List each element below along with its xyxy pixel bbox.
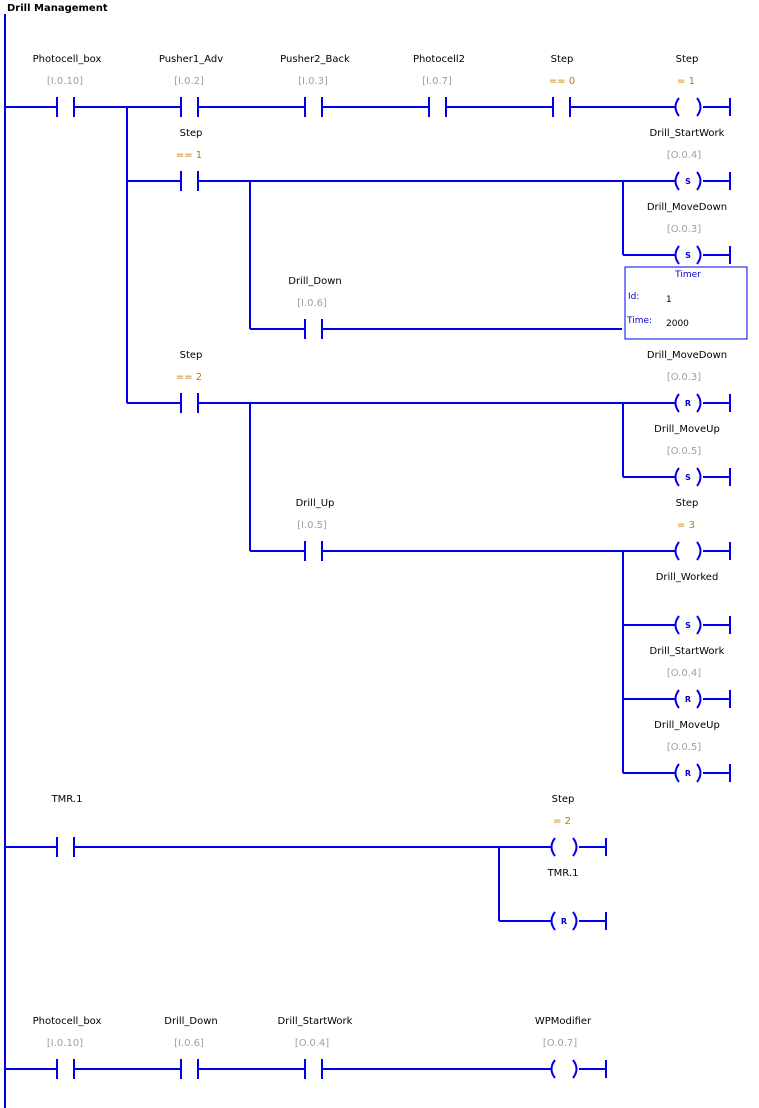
contact-label: Drill_Down	[164, 1016, 217, 1027]
contact-drill-startwork[interactable]: Drill_StartWork [O.0.4]	[278, 1016, 353, 1079]
coil-type: S	[685, 177, 691, 186]
contact-label: Step	[551, 54, 574, 65]
contact-drill-up[interactable]: Drill_Up [I.0.5]	[296, 498, 335, 561]
branch-step-2: Step == 2 R Drill_MoveDown [O.0.3] S	[127, 350, 731, 783]
coil-label: Step	[676, 54, 699, 65]
coil-reset-drill-startwork[interactable]: R Drill_StartWork [O.0.4]	[650, 646, 731, 709]
contact-address: [I.0.10]	[47, 76, 83, 87]
coil-label: WPModifier	[535, 1016, 592, 1027]
coil-label: Drill_StartWork	[650, 128, 725, 139]
coil-label: Drill_Worked	[656, 572, 719, 583]
coil-compare: = 3	[677, 520, 695, 531]
coil-label: Drill_MoveDown	[647, 350, 727, 361]
contact-address: [I.0.7]	[422, 76, 452, 87]
contact-photocell-box-2[interactable]: Photocell_box [I.0.10]	[33, 1016, 102, 1079]
contact-label: Drill_Up	[296, 498, 335, 509]
coil-wpmodifier[interactable]: WPModifier [O.0.7]	[535, 1016, 607, 1079]
coil-label: Step	[552, 794, 575, 805]
coil-type: S	[685, 473, 691, 482]
coil-address: [O.0.4]	[667, 150, 701, 161]
contact-address: [I.0.6]	[174, 1038, 204, 1049]
contact-address: [O.0.4]	[295, 1038, 329, 1049]
contact-pusher2-back[interactable]: Pusher2_Back [I.0.3]	[280, 54, 350, 117]
contact-step-eq-1[interactable]: Step == 1	[176, 128, 203, 191]
coil-set-drill-startwork[interactable]: S Drill_StartWork [O.0.4]	[650, 128, 731, 191]
contact-compare: == 0	[549, 76, 575, 87]
timer-id-label: Id:	[628, 292, 639, 302]
contact-label: TMR.1	[51, 794, 83, 805]
coil-address: [O.0.3]	[667, 372, 701, 383]
coil-step-set-1[interactable]: Step = 1	[674, 54, 731, 117]
contact-address: [I.0.2]	[174, 76, 204, 87]
coil-set-drill-movedown[interactable]: S Drill_MoveDown [O.0.3]	[647, 202, 731, 265]
coil-step-set-2[interactable]: Step = 2	[550, 794, 607, 857]
contact-label: Drill_StartWork	[278, 1016, 353, 1027]
coil-label: Drill_MoveUp	[654, 720, 720, 731]
contact-label: Photocell_box	[33, 1016, 102, 1027]
contact-photocell2[interactable]: Photocell2 [I.0.7]	[413, 54, 465, 117]
contact-step-eq-2[interactable]: Step == 2	[176, 350, 203, 413]
coil-reset-tmr1[interactable]: R TMR.1	[547, 868, 607, 931]
contact-label: Photocell_box	[33, 54, 102, 65]
coil-label: TMR.1	[547, 868, 579, 879]
coil-type: S	[685, 621, 691, 630]
contact-address: [I.0.3]	[298, 76, 328, 87]
contact-drill-down[interactable]: Drill_Down [I.0.6]	[288, 276, 342, 339]
coil-reset-drill-moveup[interactable]: R Drill_MoveUp [O.0.5]	[654, 720, 731, 783]
rung-3: Photocell_box [I.0.10] Drill_Down [I.0.6…	[5, 1016, 607, 1079]
coil-reset-drill-movedown[interactable]: R Drill_MoveDown [O.0.3]	[647, 350, 731, 413]
timer-id-value: 1	[666, 295, 672, 305]
coil-step-set-3[interactable]: Step = 3	[674, 498, 731, 561]
rung-2: TMR.1 Step = 2 R TMR.1	[5, 794, 607, 931]
timer-time-value: 2000	[666, 319, 689, 329]
contact-label: Step	[180, 350, 203, 361]
contact-address: [I.0.5]	[297, 520, 327, 531]
coil-type: R	[561, 917, 567, 926]
contact-tmr1[interactable]: TMR.1	[51, 794, 83, 857]
contact-label: Photocell2	[413, 54, 465, 65]
contact-label: Step	[180, 128, 203, 139]
coil-label: Drill_StartWork	[650, 646, 725, 657]
coil-label: Drill_MoveUp	[654, 424, 720, 435]
contact-compare: == 2	[176, 372, 202, 383]
contact-label: Pusher2_Back	[280, 54, 350, 65]
coil-address: [O.0.5]	[667, 742, 701, 753]
diagram-title: Drill Management	[7, 3, 108, 14]
coil-set-drill-worked[interactable]: S Drill_Worked	[656, 572, 731, 635]
coil-address: [O.0.3]	[667, 224, 701, 235]
contact-address: [I.0.6]	[297, 298, 327, 309]
coil-compare: = 1	[677, 76, 695, 87]
coil-label: Step	[676, 498, 699, 509]
branch-step-1: Step == 1 S Drill_StartWork [O.0.4] S	[127, 128, 748, 340]
contact-compare: == 1	[176, 150, 202, 161]
contact-photocell-box[interactable]: Photocell_box [I.0.10]	[33, 54, 102, 117]
timer-time-label: Time:	[626, 316, 652, 326]
timer-block[interactable]: Timer Id: 1 Time: 2000	[624, 266, 748, 340]
rung-1: Photocell_box [I.0.10] Pusher1_Adv [I.0.…	[5, 54, 748, 783]
contact-label: Pusher1_Adv	[159, 54, 223, 65]
coil-address: [O.0.4]	[667, 668, 701, 679]
coil-type: R	[685, 695, 691, 704]
contact-pusher1-adv[interactable]: Pusher1_Adv [I.0.2]	[159, 54, 223, 117]
coil-type: S	[685, 251, 691, 260]
contact-label: Drill_Down	[288, 276, 341, 287]
coil-label: Drill_MoveDown	[647, 202, 727, 213]
coil-address: [O.0.5]	[667, 446, 701, 457]
coil-type: R	[685, 399, 691, 408]
coil-set-drill-moveup[interactable]: S Drill_MoveUp [O.0.5]	[654, 424, 731, 487]
timer-title: Timer	[674, 270, 701, 280]
coil-type: R	[685, 769, 691, 778]
contact-address: [I.0.10]	[47, 1038, 83, 1049]
coil-address: [O.0.7]	[543, 1038, 577, 1049]
contact-drill-down-2[interactable]: Drill_Down [I.0.6]	[164, 1016, 218, 1079]
coil-compare: = 2	[553, 816, 571, 827]
contact-step-eq-0[interactable]: Step == 0	[549, 54, 575, 117]
